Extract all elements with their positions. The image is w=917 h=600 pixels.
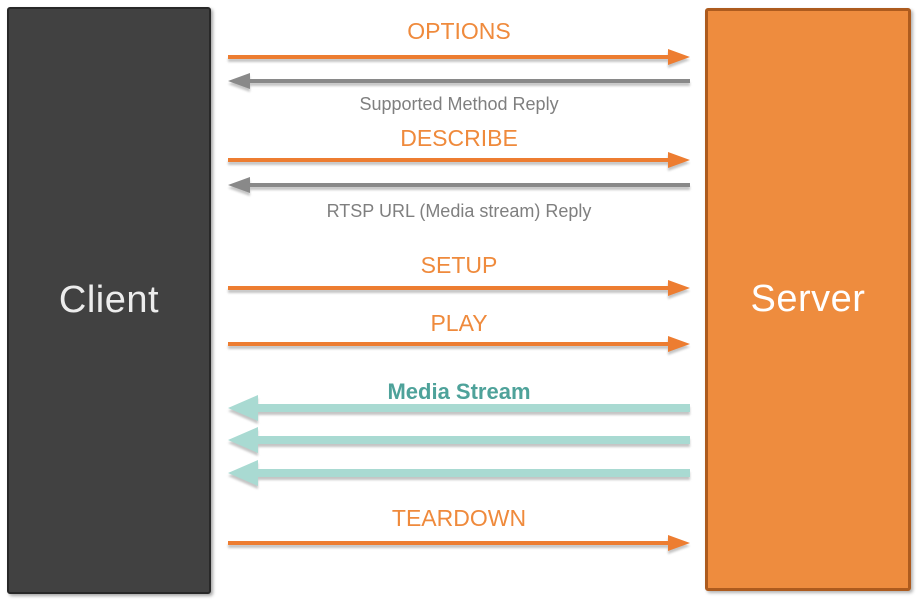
arrow-right-icon bbox=[668, 535, 690, 551]
describe-reply-label: RTSP URL (Media stream) Reply bbox=[326, 201, 592, 221]
media-stream-label: Media Stream bbox=[387, 379, 531, 404]
arrow-left-icon bbox=[228, 177, 250, 193]
arrow-right-icon bbox=[668, 152, 690, 168]
client-node: Client bbox=[7, 7, 211, 594]
server-node: Server bbox=[705, 8, 911, 591]
setup-label: SETUP bbox=[420, 252, 498, 278]
options-reply-arrow bbox=[228, 73, 690, 89]
teardown-label: TEARDOWN bbox=[391, 505, 527, 531]
describe-label: DESCRIBE bbox=[400, 125, 518, 151]
options-reply-label: Supported Method Reply bbox=[359, 94, 559, 114]
options-label: OPTIONS bbox=[407, 18, 511, 44]
server-label: Server bbox=[750, 278, 866, 320]
arrow-left-icon bbox=[228, 460, 258, 486]
play-request-arrow bbox=[228, 336, 690, 352]
arrow-left-icon bbox=[228, 73, 250, 89]
arrow-left-icon bbox=[228, 395, 258, 421]
describe-reply-arrow bbox=[228, 177, 690, 193]
arrow-right-icon bbox=[668, 49, 690, 65]
teardown-request-arrow bbox=[228, 535, 690, 551]
setup-request-arrow bbox=[228, 280, 690, 296]
describe-request-arrow bbox=[228, 152, 690, 168]
media-stream-arrow-3 bbox=[228, 460, 690, 486]
media-stream-arrow-2 bbox=[228, 427, 690, 453]
arrow-right-icon bbox=[668, 336, 690, 352]
media-stream-arrow-1 bbox=[228, 395, 690, 421]
options-request-arrow bbox=[228, 49, 690, 65]
client-label: Client bbox=[58, 279, 160, 321]
arrow-left-icon bbox=[228, 427, 258, 453]
arrow-right-icon bbox=[668, 280, 690, 296]
play-label: PLAY bbox=[430, 310, 488, 336]
